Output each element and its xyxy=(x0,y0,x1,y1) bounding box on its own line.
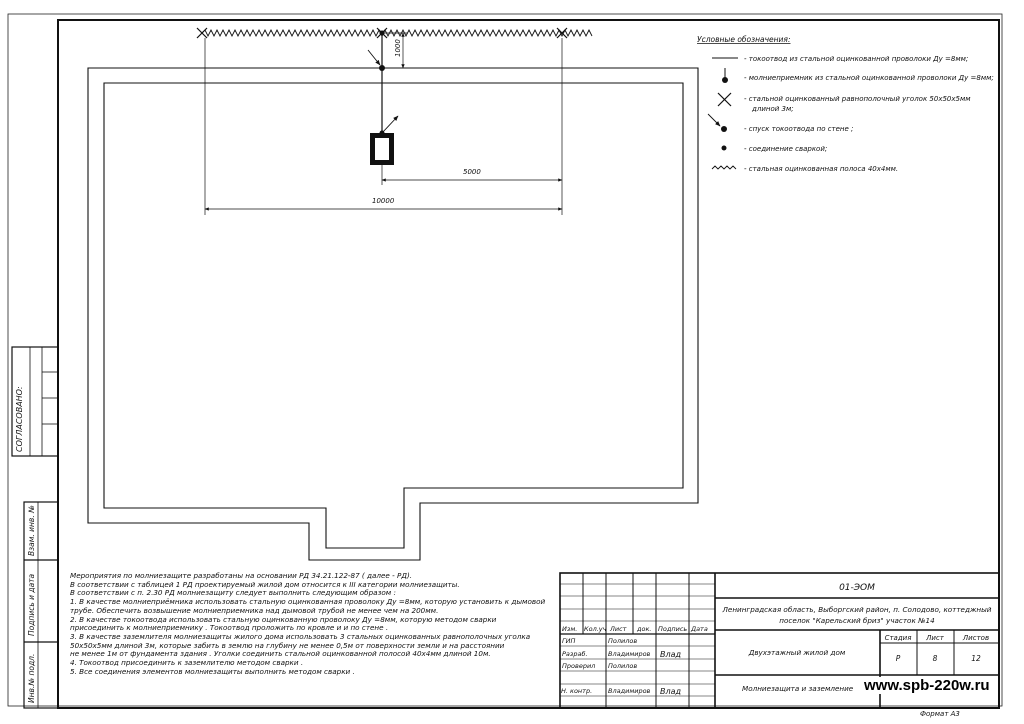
legend-lightning-rod-icon xyxy=(722,68,728,83)
side-label-signature: Подпись и дата xyxy=(27,573,36,636)
note-line: 5. Все соединения элементов молниезащиты… xyxy=(70,666,355,676)
tb-col-sheet: Лист xyxy=(609,625,627,633)
legend-item-conductor: - токоотвод из стальной оцинкованной про… xyxy=(744,55,968,63)
grounding-angle-icon xyxy=(556,27,568,39)
dimension-5000 xyxy=(381,38,563,215)
sheet-value: 8 xyxy=(933,654,938,663)
signature-developer: Влад xyxy=(660,650,682,659)
note-line: трубе. Обеспечить возвышение молниеприем… xyxy=(70,605,439,615)
chimney-icon xyxy=(370,133,394,165)
stage-value: Р xyxy=(896,654,901,663)
outer-frame xyxy=(7,13,1003,707)
building-inner-outline xyxy=(103,82,684,549)
sheet-name: Молниезащита и заземление xyxy=(742,684,854,693)
dimension-1000 xyxy=(384,32,408,69)
wall-descent-arrow xyxy=(367,49,381,66)
tb-col-date: Дата xyxy=(690,625,708,633)
address-line-2: поселок "Карельский бриз" участок №14 xyxy=(779,616,935,625)
dimension-10000 xyxy=(204,38,563,215)
tb-role-gip: ГИП xyxy=(562,637,575,645)
note-line: 3. В качестве заземлителя молниезащиты ж… xyxy=(70,631,531,641)
dimension-10000-label: 10000 xyxy=(372,197,395,205)
building-outer-outline xyxy=(87,67,699,561)
dimension-5000-label: 5000 xyxy=(463,168,481,176)
grounding-strip xyxy=(201,28,593,38)
tb-col-change: Изм. xyxy=(562,625,577,633)
approval-strip xyxy=(11,346,59,709)
note-line: 2. В качестве токоотвода использовать ст… xyxy=(70,614,497,624)
object-name: Двухэтажный жилой дом xyxy=(748,648,846,657)
note-line: 1. В качестве молниеприёмника использова… xyxy=(70,597,546,607)
note-line: В соответствии с п. 2.30 РД молниезащиту… xyxy=(70,588,396,598)
grounding-angle-icon xyxy=(196,27,208,39)
note-line: присоединить к молниеприемнику . Токоотв… xyxy=(70,623,389,633)
tb-col-signature: Подпись xyxy=(658,625,687,633)
note-line: В соответствии с таблицей 1 РД проектиру… xyxy=(70,579,460,589)
weld-joint-icon xyxy=(379,65,385,71)
note-line: 50х50х5мм длиной 3м, которые забить в зе… xyxy=(70,640,505,650)
legend-item-lightning-rod: - молниеприемник из стальной оцинкованно… xyxy=(744,74,994,82)
approved-label: СОГЛАСОВАНО: xyxy=(15,386,24,452)
website-watermark[interactable]: www.spb-220w.ru xyxy=(862,677,992,694)
legend-item-angle-length: длиной 3м; xyxy=(751,105,794,113)
lightning-rod-arrow xyxy=(381,115,399,134)
tb-col-count: Кол.уч xyxy=(584,625,607,633)
tb-col-doc: док. xyxy=(636,625,651,633)
stage-header: Стадия xyxy=(885,634,912,642)
address-line-1: Ленинградская область, Выборгский район,… xyxy=(722,605,992,614)
note-line: Мероприятия по молниезащите разработаны … xyxy=(70,571,413,580)
general-notes: Мероприятия по молниезащите разработаны … xyxy=(70,571,560,676)
dimension-1000-label: 1000 xyxy=(394,39,402,57)
legend-item-descent: - спуск токоотвода по стене ; xyxy=(744,125,853,133)
side-label-replace: Взам. инв. № xyxy=(27,505,36,556)
legend-item-angle: - стальной оцинкованный равнополочный уг… xyxy=(744,95,971,103)
legend-item-strip: - стальная оцинкованная полоса 40х4мм. xyxy=(744,165,898,173)
side-label-inventory: Инв.№ подл. xyxy=(27,654,36,703)
sheets-value: 12 xyxy=(971,654,981,663)
legend-angle-icon xyxy=(717,92,732,107)
legend-item-weld: - соединение сваркой; xyxy=(744,145,827,153)
legend-descent-icon xyxy=(707,113,727,132)
signature-normcontrol: Влад xyxy=(660,687,682,696)
tb-name-normcontrol: Владимиров xyxy=(608,687,651,695)
weld-joint-icon xyxy=(379,30,385,36)
tb-role-normcontrol: Н. контр. xyxy=(561,687,592,695)
sheet-header: Лист xyxy=(925,634,945,642)
legend-weld-icon xyxy=(721,145,727,151)
tb-role-developer: Разраб. xyxy=(562,650,588,658)
tb-role-checker: Проверил xyxy=(562,662,595,670)
sheets-header: Листов xyxy=(962,634,989,642)
tb-name-checker: Полилов xyxy=(608,662,637,670)
doc-code: 01-ЭОМ xyxy=(839,583,875,593)
format-label: Формат А3 xyxy=(920,710,960,718)
note-line: 4. Токоотвод присоединить к заземлителю … xyxy=(70,658,304,668)
legend-title: Условные обозначения: xyxy=(697,35,790,44)
title-block xyxy=(559,572,1000,709)
note-line: не менее 1м от фундамента здания . Уголк… xyxy=(70,649,491,659)
legend-strip-icon xyxy=(711,165,737,170)
tb-name-developer: Владимиров xyxy=(608,650,651,658)
tb-name-gip: Полилов xyxy=(608,637,637,645)
